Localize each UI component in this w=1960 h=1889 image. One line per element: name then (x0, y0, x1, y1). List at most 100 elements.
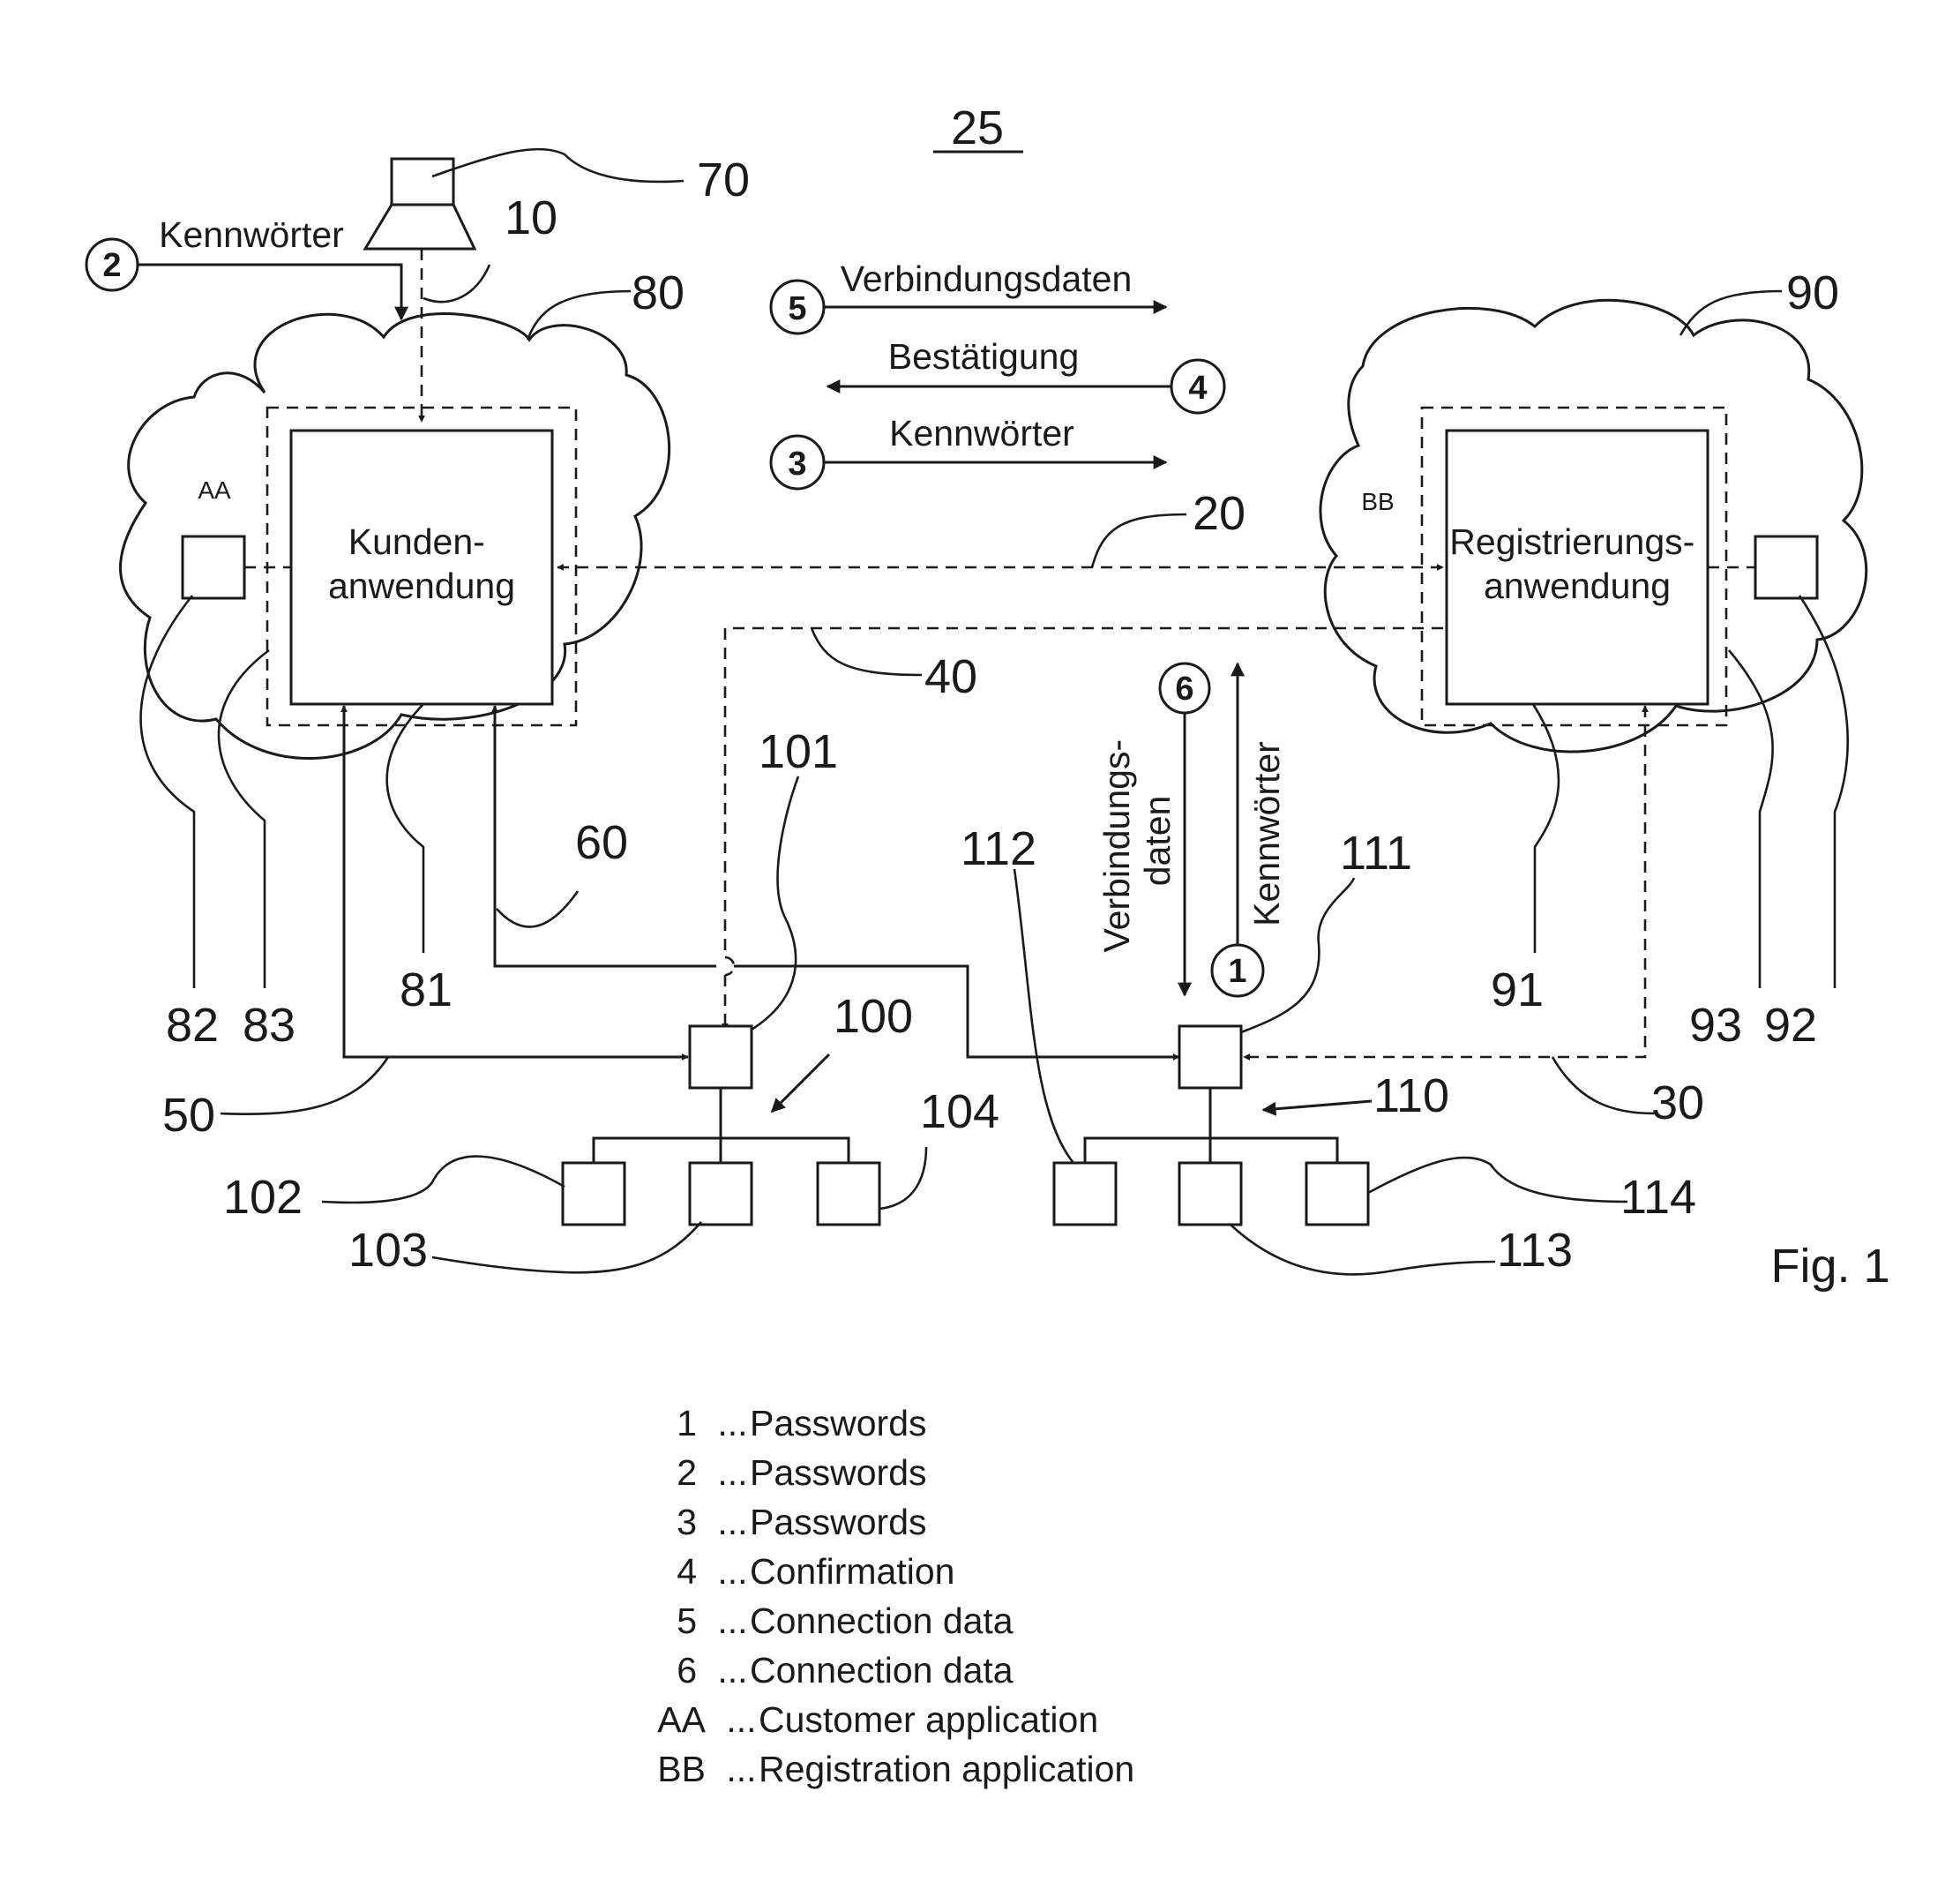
ref-81: 81 (400, 963, 453, 1016)
ref-102: 102 (223, 1171, 303, 1224)
cloud-tag-bb: BB (1361, 488, 1394, 515)
leader-30 (1551, 1056, 1655, 1115)
leader-70 (431, 147, 685, 184)
ref-82: 82 (166, 999, 219, 1052)
registration-application-label: Registrierungs- anwendung (1449, 521, 1704, 606)
ref-80: 80 (632, 266, 685, 319)
ref-100: 100 (834, 990, 913, 1043)
node-101 (688, 1024, 753, 1090)
step-2-label: Kennwörter (159, 214, 344, 255)
node-111 (1178, 1024, 1243, 1090)
step-2-arrow (138, 263, 408, 321)
step-3-number: 3 (788, 446, 806, 483)
figure-reference-number: 25 (951, 101, 1004, 154)
link-50 (340, 705, 689, 1061)
ref-40: 40 (924, 650, 977, 703)
group-110-arrow (1261, 1099, 1373, 1116)
ref-60: 60 (575, 816, 628, 869)
step-6-number: 6 (1175, 671, 1193, 708)
leader-102 (321, 1155, 565, 1204)
group-100-arrow (770, 1053, 831, 1113)
ref-20: 20 (1193, 487, 1246, 540)
ref-91: 91 (1491, 963, 1544, 1016)
registration-application-box (1445, 429, 1709, 706)
leader-80 (526, 289, 632, 341)
leader-113 (1230, 1224, 1496, 1276)
ref-114: 114 (1620, 1171, 1696, 1224)
leader-104 (879, 1146, 928, 1211)
legend-item: 3 ... Passwords (677, 1502, 926, 1542)
link-40-dashed (723, 626, 1443, 957)
leader-112 (1013, 868, 1075, 1164)
leader-92 (1798, 595, 1850, 988)
step-4-label: Bestätigung (888, 336, 1080, 377)
node-103 (688, 1161, 753, 1226)
step-5-label: Verbindungsdaten (841, 259, 1133, 299)
link-60-continued (734, 964, 1180, 1061)
leader-93 (1728, 649, 1774, 988)
node-102 (561, 1161, 626, 1226)
node-104 (816, 1161, 881, 1226)
node-114 (1305, 1161, 1370, 1226)
legend-item: AA ... Customer application (657, 1699, 1098, 1740)
ref-50: 50 (162, 1089, 215, 1142)
leader-101 (751, 776, 800, 1031)
legend: 1 ... Passwords 2 ... Passwords 3 ... Pa… (657, 1403, 1134, 1789)
ref-101: 101 (759, 725, 838, 778)
ref-30: 30 (1651, 1076, 1704, 1129)
terminal-device-base (363, 203, 477, 251)
leader-50 (220, 1056, 390, 1115)
tree-100-branch (592, 1136, 850, 1163)
legend-item: 5 ... Connection data (677, 1600, 1014, 1641)
step-1-label: Kennwörter (1246, 741, 1287, 926)
step-3-label: Kennwörter (889, 413, 1074, 454)
ref-93: 93 (1689, 999, 1742, 1052)
leader-114 (1367, 1156, 1628, 1203)
node-113 (1178, 1161, 1243, 1226)
ref-113: 113 (1497, 1224, 1573, 1277)
tree-110-branch (1083, 1136, 1339, 1163)
step-5-number: 5 (788, 290, 806, 327)
leader-90 (1679, 289, 1783, 336)
ref-10: 10 (505, 191, 557, 244)
legend-item: 2 ... Passwords (677, 1452, 926, 1493)
legend-item: 6 ... Connection data (677, 1650, 1014, 1690)
ref-103: 103 (348, 1224, 428, 1277)
leader-20 (1090, 513, 1187, 568)
legend-item: 1 ... Passwords (677, 1403, 926, 1443)
customer-application-label: Kunden- anwendung (328, 521, 515, 606)
ref-83: 83 (243, 999, 295, 1052)
ref-92: 92 (1764, 999, 1817, 1052)
customer-application-box (289, 429, 554, 706)
cloud-tag-aa: AA (198, 476, 231, 504)
registration-side-element (1754, 535, 1819, 600)
step-4-number: 4 (1188, 370, 1207, 407)
figure-label: Fig. 1 (1770, 1240, 1889, 1293)
customer-side-element (181, 535, 246, 600)
terminal-device-screen (390, 157, 455, 206)
leader-91 (1531, 703, 1560, 953)
leader-111 (1240, 877, 1356, 1034)
leader-82 (139, 595, 196, 988)
node-112 (1052, 1161, 1118, 1226)
ref-110: 110 (1373, 1069, 1449, 1122)
ref-70: 70 (697, 154, 750, 206)
ref-90: 90 (1786, 266, 1839, 319)
leader-40 (810, 627, 923, 677)
ref-112: 112 (961, 822, 1036, 875)
leader-60 (496, 890, 580, 928)
leader-10 (423, 264, 491, 304)
ref-104: 104 (920, 1085, 999, 1138)
step-1-number: 1 (1228, 953, 1246, 990)
leader-83 (217, 648, 270, 988)
leader-103 (431, 1221, 702, 1274)
ref-111: 111 (1340, 827, 1412, 880)
link-40-crossover (724, 956, 736, 977)
step-6-label: Verbindungs- daten (1096, 729, 1178, 952)
leader-81 (385, 703, 425, 953)
link-30-dashed (1243, 705, 1649, 1061)
legend-item: BB ... Registration application (657, 1749, 1134, 1789)
legend-item: 4 ... Confirmation (677, 1551, 954, 1592)
step-2-number: 2 (102, 247, 121, 284)
